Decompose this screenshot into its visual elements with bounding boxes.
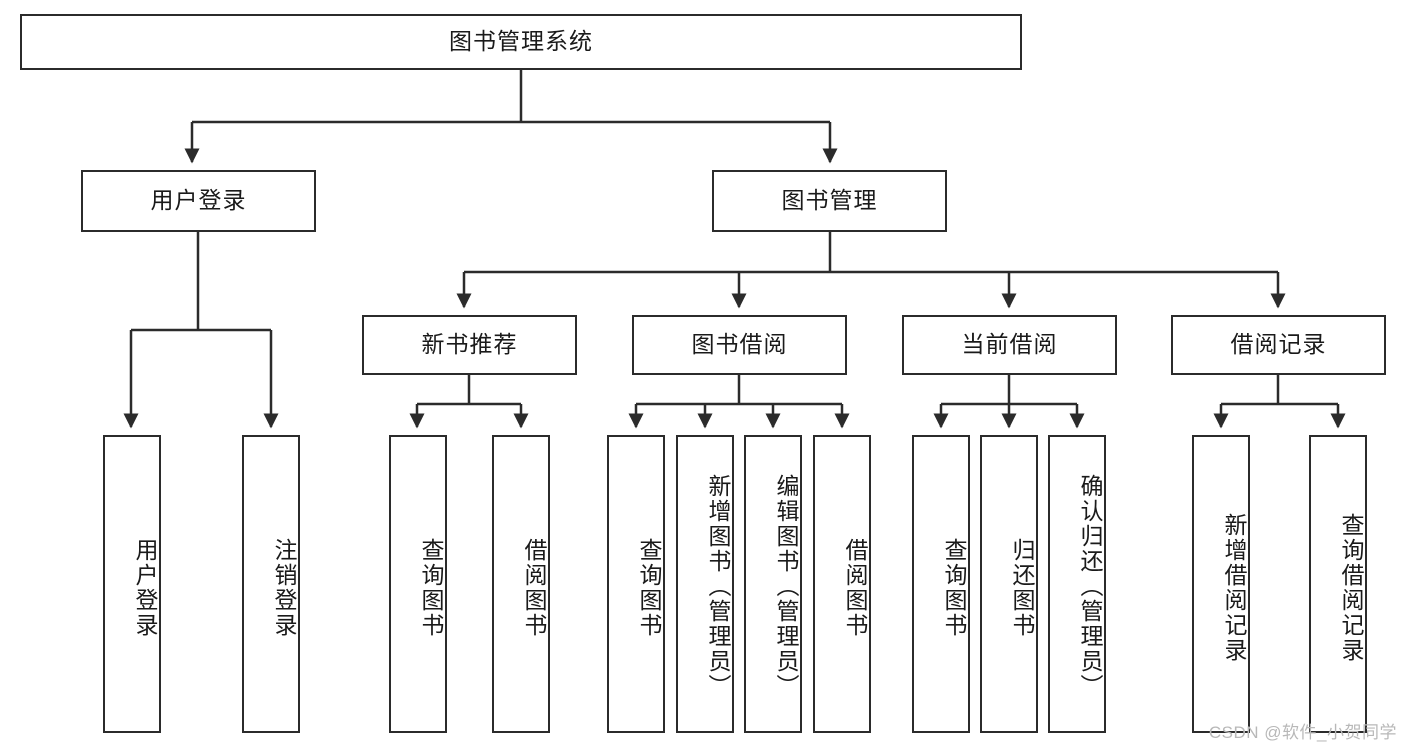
leaf-query-book-3-label: 查询图书 [941, 538, 967, 638]
leaf-query-record-label: 查询借阅记录 [1338, 513, 1364, 663]
leaf-user-login-label: 用户登录 [132, 538, 158, 638]
leaf-borrow-book-1-label: 借阅图书 [521, 538, 547, 638]
node-book-management-label: 图书管理 [781, 187, 878, 214]
leaf-query-book-2-label: 查询图书 [636, 538, 662, 638]
leaf-borrow-book-1[interactable]: 借阅图书 [492, 435, 550, 733]
leaf-query-book-3[interactable]: 查询图书 [912, 435, 970, 733]
leaf-add-book-label: 新增图书（管理员） [705, 473, 731, 699]
leaf-edit-book[interactable]: 编辑图书（管理员） [744, 435, 802, 733]
node-root[interactable]: 图书管理系统 [20, 14, 1022, 70]
leaf-confirm-return-label: 确认归还（管理员） [1077, 473, 1103, 699]
leaf-confirm-return[interactable]: 确认归还（管理员） [1048, 435, 1106, 733]
leaf-return-book-label: 归还图书 [1009, 538, 1035, 638]
leaf-query-book-1-label: 查询图书 [418, 538, 444, 638]
leaf-add-record-label: 新增借阅记录 [1221, 513, 1247, 663]
node-current-borrow-label: 当前借阅 [961, 331, 1058, 358]
node-borrow-record-label: 借阅记录 [1230, 331, 1327, 358]
leaf-borrow-book-2-label: 借阅图书 [842, 538, 868, 638]
leaf-borrow-book-2[interactable]: 借阅图书 [813, 435, 871, 733]
node-current-borrow[interactable]: 当前借阅 [902, 315, 1117, 375]
leaf-user-login[interactable]: 用户登录 [103, 435, 161, 733]
node-borrow-record[interactable]: 借阅记录 [1171, 315, 1386, 375]
leaf-add-record[interactable]: 新增借阅记录 [1192, 435, 1250, 733]
leaf-logout-label: 注销登录 [271, 538, 297, 638]
leaf-logout[interactable]: 注销登录 [242, 435, 300, 733]
watermark-text: CSDN @软件_小贺同学 [1208, 723, 1397, 742]
leaf-return-book[interactable]: 归还图书 [980, 435, 1038, 733]
node-root-label: 图书管理系统 [449, 28, 593, 55]
leaf-query-record[interactable]: 查询借阅记录 [1309, 435, 1367, 733]
node-book-borrow-label: 图书借阅 [691, 331, 788, 358]
node-book-management[interactable]: 图书管理 [712, 170, 947, 232]
leaf-add-book[interactable]: 新增图书（管理员） [676, 435, 734, 733]
node-book-borrow[interactable]: 图书借阅 [632, 315, 847, 375]
node-user-login-label: 用户登录 [150, 187, 247, 214]
leaf-query-book-1[interactable]: 查询图书 [389, 435, 447, 733]
node-new-book-recommend-label: 新书推荐 [421, 331, 518, 358]
leaf-edit-book-label: 编辑图书（管理员） [773, 473, 799, 699]
node-new-book-recommend[interactable]: 新书推荐 [362, 315, 577, 375]
leaf-query-book-2[interactable]: 查询图书 [607, 435, 665, 733]
node-user-login[interactable]: 用户登录 [81, 170, 316, 232]
